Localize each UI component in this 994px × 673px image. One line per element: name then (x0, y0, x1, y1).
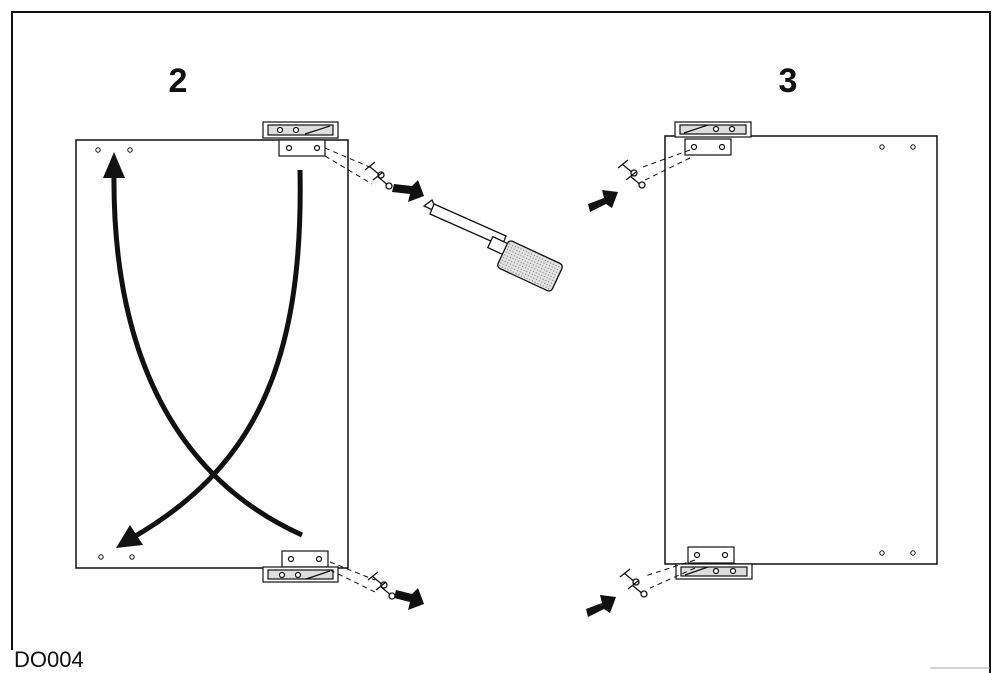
diagram-frame (11, 11, 991, 673)
left-screw-guides (324, 147, 376, 593)
left-door-panel (75, 139, 349, 569)
insert-arrow-bottom (586, 595, 616, 617)
figure-code: DO004 (14, 647, 84, 672)
screwdriver-icon (422, 198, 563, 292)
remove-arrow-top (392, 180, 424, 202)
swap-arrow-top-to-bottom (130, 169, 303, 541)
left-door-assembly (75, 121, 424, 610)
right-door-panel (664, 135, 938, 565)
swap-arrow-head-top (103, 152, 125, 178)
left-bottom-screws (367, 571, 396, 600)
left-door-screw-holes (95, 147, 135, 560)
right-door-screw-holes (879, 144, 916, 556)
left-bottom-hinge (262, 550, 339, 583)
right-door-assembly (586, 121, 938, 617)
left-top-screws (364, 161, 393, 190)
right-bottom-screws (619, 568, 648, 598)
insert-arrow-top (588, 190, 618, 212)
swap-arrow-head-bottom (116, 525, 143, 548)
step-2-label: 2 (169, 62, 188, 100)
right-bottom-hinge (675, 546, 753, 580)
step-3-label: 3 (779, 62, 798, 100)
right-top-hinge (674, 121, 752, 156)
swap-arrow-bottom-to-top (111, 171, 304, 538)
remove-arrow-bottom (394, 588, 424, 610)
right-top-screws (617, 159, 646, 189)
